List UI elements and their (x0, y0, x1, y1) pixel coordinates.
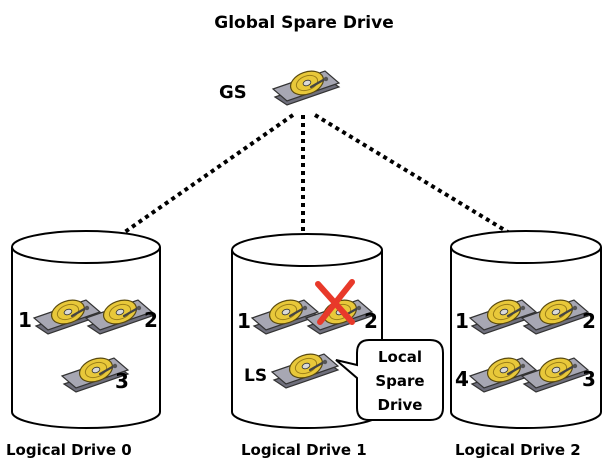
member-label: 2 (582, 309, 596, 333)
logical-drive-name: Logical Drive 2 (455, 441, 581, 459)
member-label: 4 (455, 367, 469, 391)
diagram-title: Global Spare Drive (214, 13, 394, 33)
logical-drive-2: 1 2 4 3 Logical Drive 2 (450, 230, 602, 459)
member-label: 1 (18, 308, 32, 332)
failed-mark-icon (315, 279, 355, 325)
logical-drive-1: 1 2 LS Logical Drive 1 (231, 233, 383, 459)
logical-drive-0: 1 2 3 Logical Drive 0 (6, 230, 161, 459)
member-label: 1 (237, 309, 251, 333)
assignment-arrows (102, 113, 529, 249)
member-label: 1 (455, 309, 469, 333)
arrow-to-ld0 (107, 113, 295, 245)
arrow-to-ld2 (313, 113, 523, 242)
local-spare-tag: LS (244, 366, 267, 386)
logical-drive-name: Logical Drive 0 (6, 441, 132, 459)
member-label: 2 (144, 308, 158, 332)
member-label: 2 (364, 309, 378, 333)
callout-line-3: Drive (378, 396, 423, 414)
local-spare-callout: Local Spare Drive (335, 339, 444, 421)
member-label: 3 (115, 369, 129, 393)
logical-drive-name: Logical Drive 1 (241, 441, 367, 459)
callout-line-2: Spare (375, 372, 424, 390)
member-label: 3 (582, 367, 596, 391)
global-spare-disk-icon (271, 65, 341, 107)
global-spare-tag: GS (219, 82, 247, 103)
callout-line-1: Local (378, 348, 422, 366)
